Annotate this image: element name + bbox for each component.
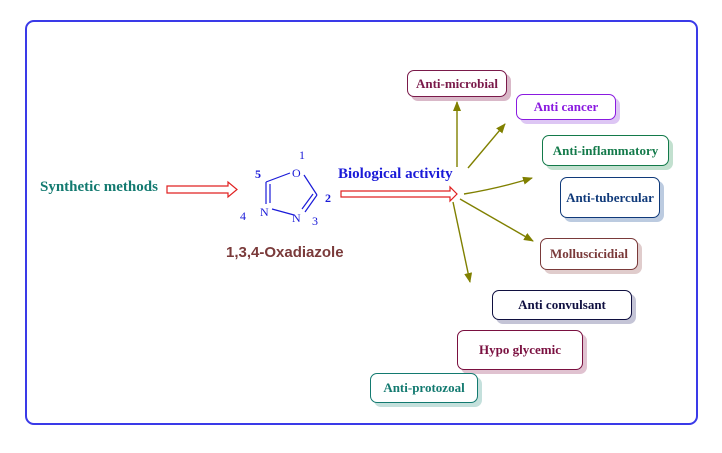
- ring-atom-nitrogen-3: N: [292, 211, 301, 225]
- spoke-arrow-anti-convulsant: [452, 201, 473, 283]
- activity-box-anti-inflammatory: Anti-inflammatory: [542, 135, 669, 166]
- activity-label: Anti-inflammatory: [552, 142, 659, 158]
- activity-box-hypo-glycemic: Hypo glycemic: [457, 330, 583, 370]
- spoke-arrows: [452, 101, 534, 283]
- hollow-arrow-activity: [340, 185, 458, 203]
- activity-box-anti-microbial: Anti-microbial: [407, 70, 507, 97]
- diagram-frame: [25, 20, 698, 425]
- activity-box-anti-convulsant: Anti convulsant: [492, 290, 632, 320]
- activity-label: Anti-tubercular: [566, 189, 654, 205]
- activity-label: Anti cancer: [533, 99, 599, 114]
- bond-1-2: [303, 174, 318, 196]
- biological-activity-label: Biological activity: [338, 166, 453, 182]
- ring-position-5: 5: [255, 167, 261, 181]
- activity-box-anti-protozoal: Anti-protozoal: [370, 373, 478, 403]
- synthetic-methods-label: Synthetic methods: [40, 179, 158, 195]
- bond-5-1: [265, 172, 291, 183]
- ring-atom-nitrogen-4: N: [260, 205, 269, 219]
- activity-label: Anti-protozoal: [383, 380, 465, 395]
- ring-position-2: 2: [325, 191, 331, 205]
- oxadiazole-ring: [265, 172, 318, 216]
- activity-label: Anti convulsant: [518, 297, 606, 312]
- bond-3-4: [271, 208, 295, 216]
- activity-label: Molluscicidial: [550, 246, 628, 261]
- activity-label: Hypo glycemic: [479, 342, 561, 357]
- activity-box-anti-tubercular: Anti-tubercular: [560, 177, 660, 218]
- bond-2-3: [304, 194, 318, 213]
- compound-name-label: 1,3,4-Oxadiazole: [226, 244, 344, 261]
- spoke-arrow-anti-cancer: [467, 123, 506, 169]
- bond-2-3-double: [301, 193, 314, 210]
- activity-box-anti-cancer: Anti cancer: [516, 94, 616, 120]
- activity-box-molluscicidial: Molluscicidial: [540, 238, 638, 270]
- ring-position-1: 1: [299, 148, 305, 162]
- activity-label: Anti-microbial: [415, 75, 499, 91]
- spoke-arrow-anti-inflammatory: [463, 176, 533, 195]
- spoke-arrow-molluscicidial: [459, 198, 534, 242]
- ring-atom-oxygen: O: [292, 166, 301, 180]
- hollow-arrow-synthesis: [166, 180, 238, 199]
- ring-position-3: 3: [312, 214, 318, 228]
- ring-position-4: 4: [240, 209, 246, 223]
